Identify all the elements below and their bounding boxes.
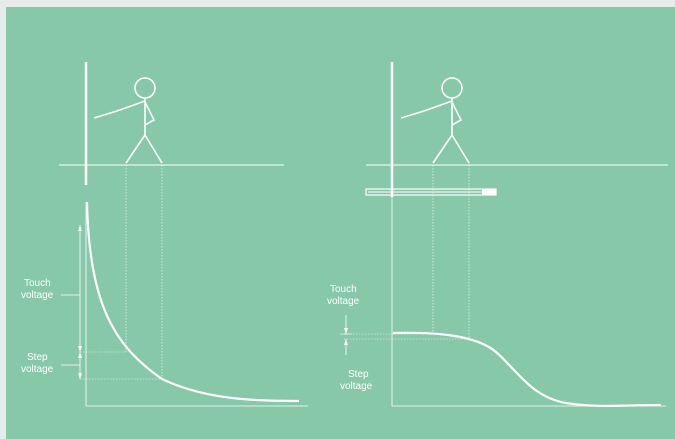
left-touch-arrow-top: [78, 225, 82, 231]
diagram-panel: Touch voltage Step voltage: [6, 7, 675, 439]
right-diagram: [340, 62, 668, 407]
right-touch-label-line2: voltage: [327, 296, 360, 307]
left-diagram: [59, 62, 308, 407]
right-voltage-curve: [392, 331, 662, 407]
left-voltage-curve: [85, 201, 300, 403]
right-touch-label-line1: Touch: [330, 284, 357, 295]
right-step-label-line2: voltage: [340, 381, 373, 392]
panel-background: [6, 7, 675, 439]
left-touch-arrow-bottom: [78, 346, 82, 352]
left-step-label-line1: Step: [27, 352, 48, 363]
right-step-arrow-head: [344, 339, 348, 345]
right-step-label-line1: Step: [348, 369, 369, 380]
left-step-arrow-top: [78, 352, 82, 358]
left-step-label-line2: voltage: [21, 364, 54, 375]
left-person-figure: [93, 77, 163, 164]
right-touch-arrow-head: [344, 328, 348, 334]
right-person-figure: [400, 77, 470, 164]
left-step-arrow-bottom: [78, 373, 82, 379]
left-touch-label-line1: Touch: [24, 278, 51, 289]
left-touch-label-line2: voltage: [21, 290, 54, 301]
